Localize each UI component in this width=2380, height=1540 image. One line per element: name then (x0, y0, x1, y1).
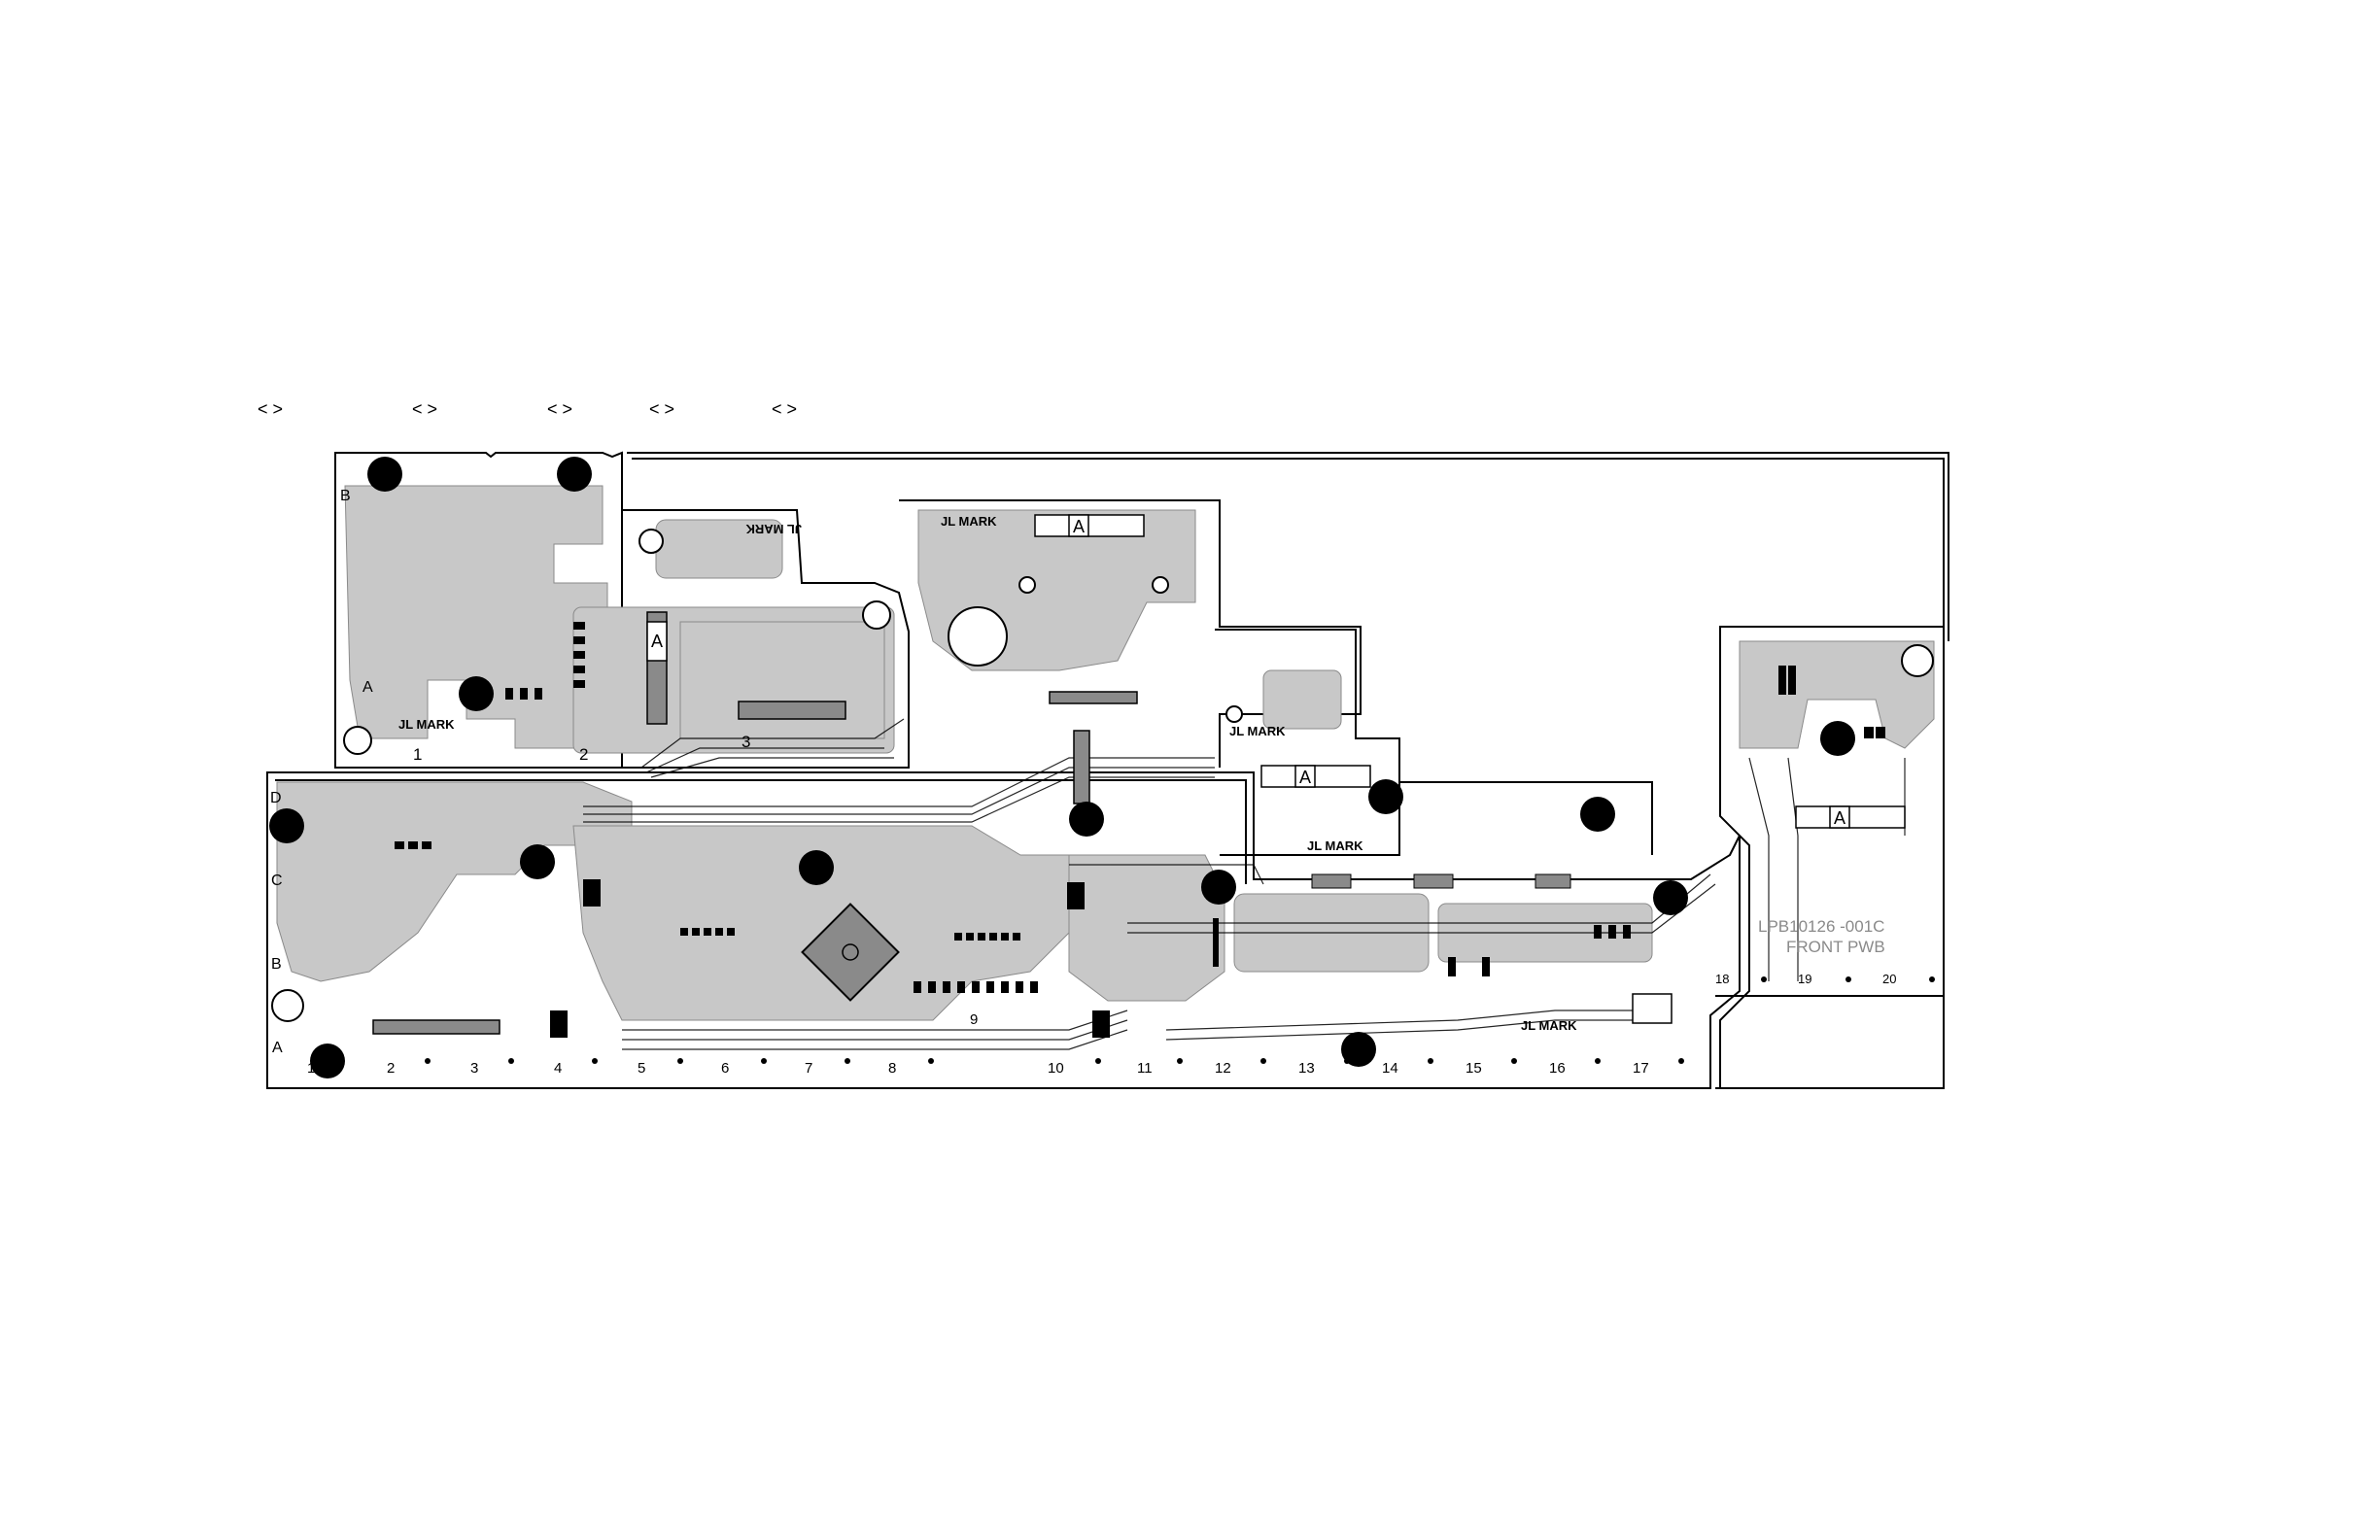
copper-areas (277, 486, 1934, 1020)
right-number-20: 20 (1882, 972, 1896, 986)
screw-hole-3 (863, 601, 890, 629)
jl-mark-3: JL MARK (1229, 724, 1286, 738)
section-a-box-3: A (1796, 806, 1905, 828)
connector-header-lower-right (1633, 994, 1672, 1023)
bottom-number-13: 13 (1298, 1060, 1315, 1077)
jl-mark-1: JL MARK (398, 717, 455, 732)
bottom-number-5: 5 (638, 1060, 645, 1077)
hole-8 (1201, 870, 1236, 905)
top-marker-3: < > (547, 399, 572, 419)
bottom-number-7: 7 (805, 1060, 812, 1077)
section-a-label-3: A (1834, 808, 1845, 828)
section-a-box-2: A (1261, 766, 1370, 787)
screw-hole-5 (1019, 577, 1035, 593)
bottom-number-4: 4 (554, 1060, 562, 1077)
hole-11 (1653, 880, 1688, 915)
bottom-number-3: 3 (470, 1060, 478, 1077)
jl-mark-5: JL MARK (1521, 1018, 1577, 1033)
hole-5 (520, 844, 555, 879)
screw-hole-6 (1153, 577, 1168, 593)
bottom-number-11: 11 (1137, 1060, 1153, 1077)
hole-12 (1820, 721, 1855, 756)
connector-middle-top (1050, 692, 1137, 703)
top-markers: < > < > < > < > < > (258, 399, 797, 419)
copper-area-upper-connector (680, 622, 884, 738)
bottom-number-15: 15 (1466, 1060, 1482, 1077)
right-number-18: 18 (1715, 972, 1729, 986)
board-identification: LPB10126 -001C FRONT PWB (1758, 917, 1885, 956)
section-a-label-2: A (1299, 768, 1311, 787)
section-a-label-1: A (1073, 517, 1085, 536)
top-marker-1: < > (258, 399, 283, 419)
top-marker-2: < > (412, 399, 437, 419)
edge-letter-upper-a: A (362, 679, 373, 696)
edge-letter-lower-b: B (271, 956, 282, 973)
jl-mark-4: JL MARK (1307, 838, 1363, 853)
section-a-box-4: A (647, 622, 667, 661)
board-name: FRONT PWB (1786, 938, 1885, 956)
copper-area-lower-right (1069, 855, 1224, 1001)
section-a-box-1: A (1035, 515, 1144, 536)
screw-hole-7 (1226, 706, 1242, 722)
right-grid-numbers: 18 19 20 (1715, 972, 1896, 986)
section-a-label-4: A (651, 632, 663, 651)
bottom-number-8: 8 (888, 1060, 896, 1077)
bottom-number-6: 6 (721, 1060, 729, 1077)
top-marker-5: < > (772, 399, 797, 419)
upper-number-3: 3 (742, 733, 750, 751)
screw-hole-4 (949, 607, 1007, 666)
screw-hole-1 (344, 727, 371, 754)
upper-number-1: 1 (413, 745, 422, 764)
hole-3 (459, 676, 494, 711)
bottom-number-17: 17 (1633, 1060, 1649, 1077)
edge-letter-lower-d: D (270, 790, 282, 806)
screw-hole-9 (272, 990, 303, 1021)
bottom-number-2: 2 (387, 1060, 395, 1077)
bottom-number-1: 1 (307, 1060, 315, 1077)
hole-4 (269, 808, 304, 843)
bottom-number-10: 10 (1048, 1060, 1064, 1077)
hole-7 (1069, 802, 1104, 837)
bottom-number-14: 14 (1382, 1060, 1398, 1077)
jl-mark-2: JL MARK (941, 514, 997, 529)
upper-number-2: 2 (579, 745, 588, 764)
bottom-grid-numbers: 1 2 3 4 5 6 7 8 9 10 11 12 13 14 15 16 1… (307, 1011, 1649, 1077)
screw-hole-8 (1902, 645, 1933, 676)
edge-letter-lower-a: A (272, 1040, 283, 1056)
edge-letter-lower-c: C (271, 873, 283, 889)
connector-vertical-mid (1074, 731, 1089, 804)
bottom-number-9: 9 (970, 1011, 978, 1028)
hole-9 (1368, 779, 1403, 814)
bottom-number-16: 16 (1549, 1060, 1566, 1077)
edge-letter-upper-b: B (340, 488, 351, 504)
board-part-number: LPB10126 -001C (1758, 917, 1884, 936)
jl-mark-6: JL MARK (745, 522, 802, 536)
bottom-number-12: 12 (1215, 1060, 1231, 1077)
hole-2 (557, 457, 592, 492)
connector-upper-right (739, 702, 845, 719)
screw-hole-2 (639, 530, 663, 553)
hole-6 (799, 850, 834, 885)
hole-1 (367, 457, 402, 492)
top-marker-4: < > (649, 399, 674, 419)
right-number-19: 19 (1798, 972, 1811, 986)
copper-area-small-right (1263, 670, 1341, 729)
hole-10 (1580, 797, 1615, 832)
connector-lower-left (373, 1020, 500, 1034)
